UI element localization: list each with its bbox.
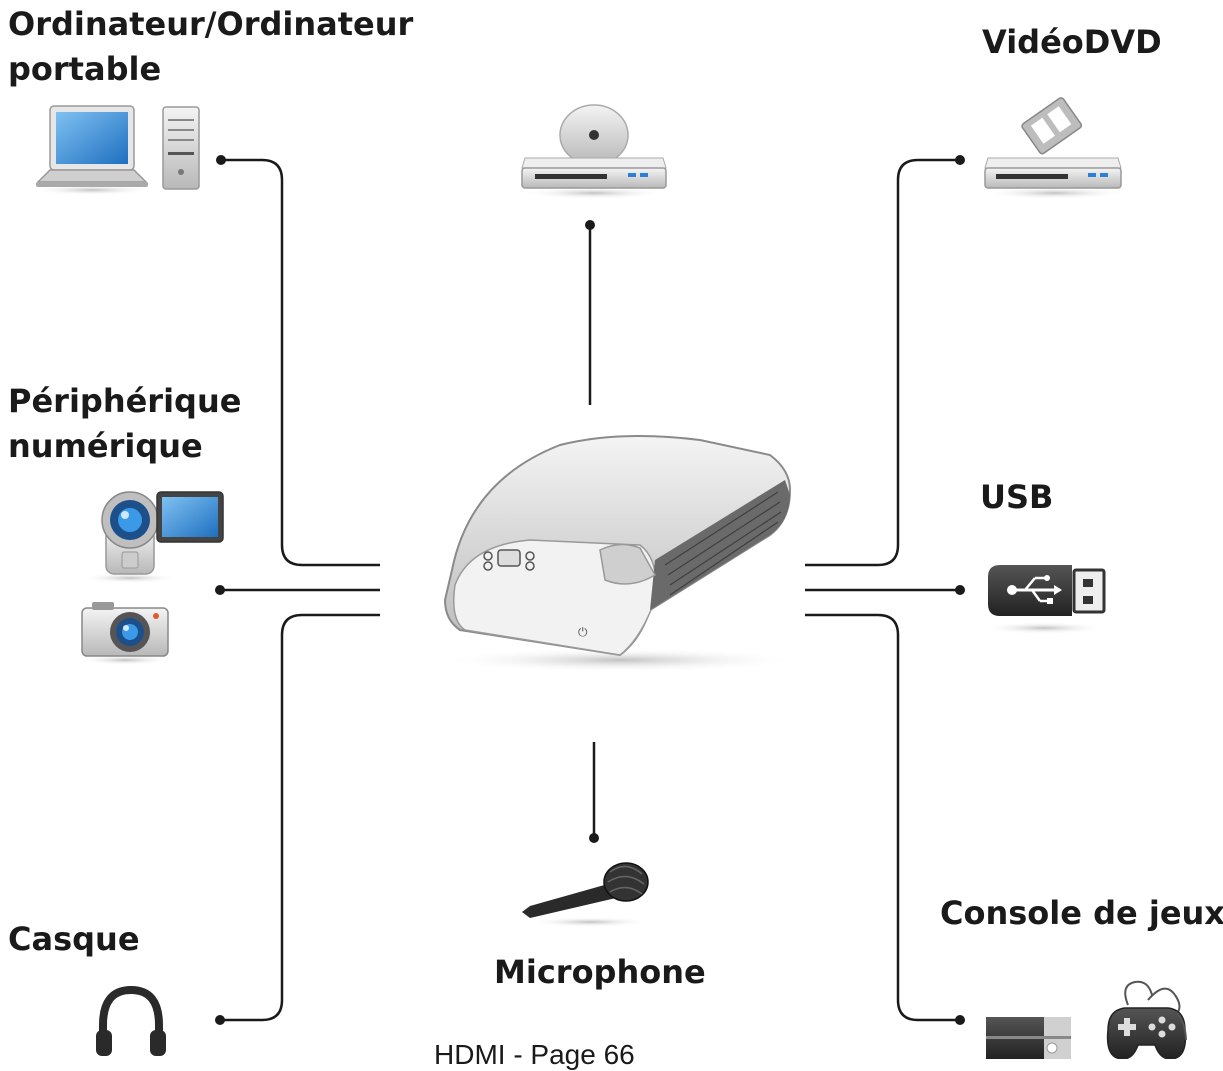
usb-drive-icon	[982, 565, 1106, 634]
label-digital: Périphérique numérique	[8, 379, 241, 469]
label-computer-line2: portable	[8, 50, 162, 88]
projector-icon: ⏻	[440, 435, 800, 672]
label-headset: Casque	[8, 920, 140, 958]
line-headset	[220, 613, 380, 1022]
camera-icon	[79, 602, 171, 665]
label-digital-line1: Périphérique	[8, 382, 242, 420]
disc-player-icon	[521, 104, 667, 199]
footer-caption: HDMI - Page 66	[434, 1039, 635, 1070]
laptop-icon	[32, 105, 152, 195]
camcorder-icon	[82, 491, 224, 583]
label-computer: Ordinateur/Ordinateur portable	[8, 2, 413, 92]
label-microphone: Microphone	[494, 953, 706, 991]
game-console-icon	[986, 1017, 1071, 1059]
gamepad-icon	[1106, 980, 1187, 1059]
line-dvd	[805, 158, 960, 567]
label-usb: USB	[980, 478, 1054, 516]
connection-lines	[220, 158, 960, 1022]
label-computer-line1: Ordinateur/Ordinateur	[8, 5, 414, 43]
label-dvd: VidéoDVD	[982, 23, 1162, 61]
line-console	[805, 613, 960, 1022]
line-computer	[221, 158, 380, 567]
headphones-icon	[96, 985, 166, 1056]
dvd-player-icon	[983, 97, 1127, 199]
label-digital-line2: numérique	[8, 427, 203, 465]
microphone-icon	[522, 862, 650, 927]
label-console: Console de jeux	[940, 894, 1223, 932]
line-endpoints	[215, 155, 965, 1025]
desktop-tower-icon	[162, 106, 200, 190]
svg-text:⏻: ⏻	[578, 625, 588, 639]
